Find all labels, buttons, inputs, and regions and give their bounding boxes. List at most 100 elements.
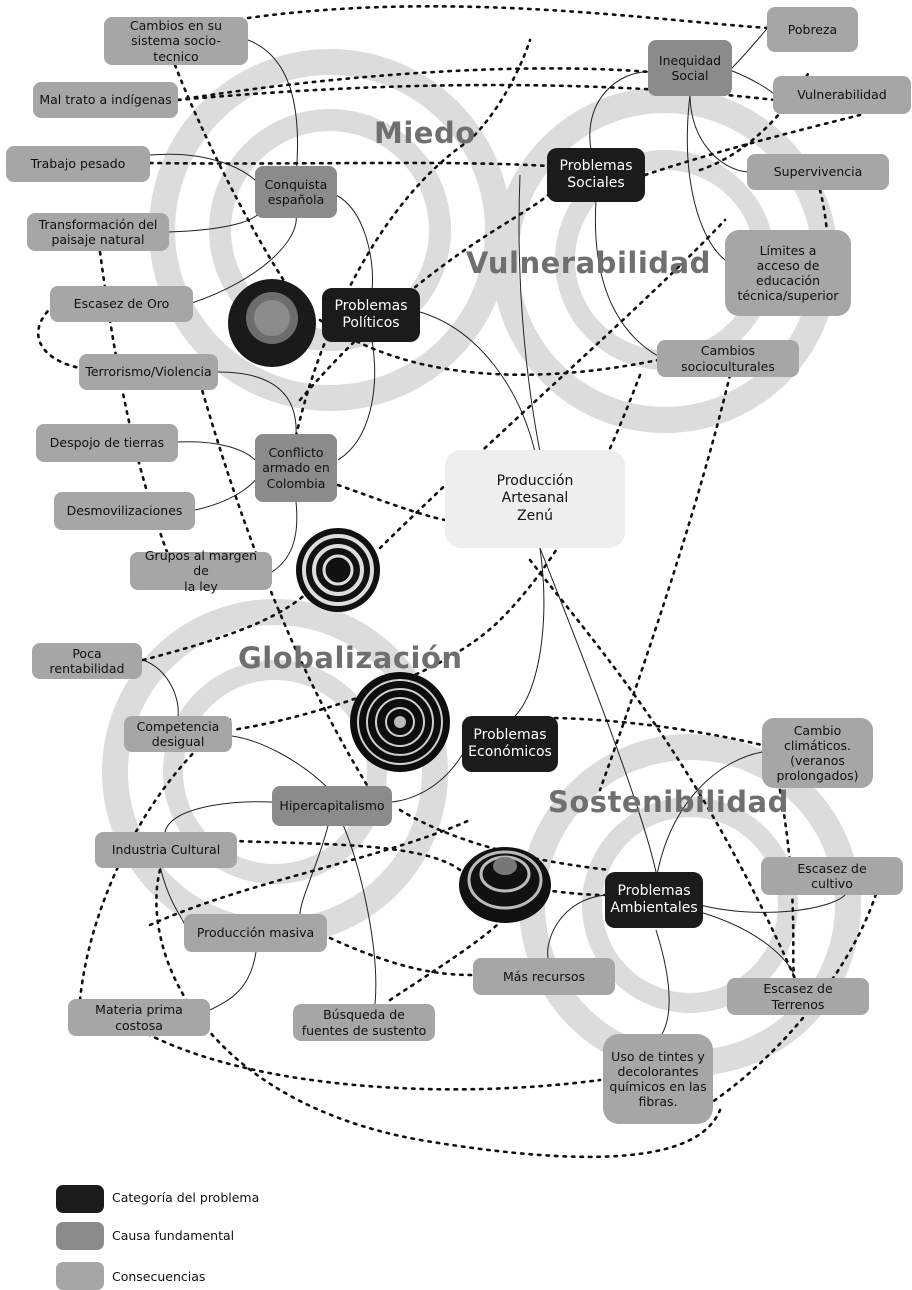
- disk-shape: [394, 716, 406, 728]
- consequence-pobreza[interactable]: Pobreza: [767, 7, 858, 52]
- dotted-connector: [198, 381, 372, 792]
- dotted-connector: [148, 161, 550, 168]
- connector: [231, 735, 331, 791]
- legend-swatch-consequence: [56, 1262, 104, 1290]
- connector: [271, 501, 298, 573]
- connector: [589, 71, 651, 156]
- dotted-connector: [213, 838, 462, 872]
- connector: [191, 214, 297, 304]
- connector: [686, 94, 726, 261]
- dotted-connector: [598, 373, 732, 792]
- disk-shape: [375, 697, 425, 747]
- disk-shape: [302, 534, 374, 606]
- connector: [655, 929, 670, 1035]
- dotted-connector: [138, 1028, 602, 1091]
- ring-group-miedo: [149, 49, 511, 411]
- disk-shape: [357, 679, 443, 765]
- consequence-industria-cultural[interactable]: Industria Cultural: [95, 832, 237, 868]
- connector: [689, 94, 749, 173]
- dotted-connector: [294, 38, 532, 438]
- dotted-connector: [176, 83, 777, 102]
- cause-hipercapitalismo[interactable]: Hipercapitalismo: [272, 786, 392, 826]
- consequence-mas-recursos[interactable]: Más recursos: [473, 958, 615, 995]
- zone-label-miedo: Miedo: [374, 116, 476, 150]
- disk-shape: [385, 707, 415, 737]
- dotted-connector: [318, 318, 660, 377]
- connector: [337, 339, 376, 461]
- connector: [729, 69, 776, 96]
- woven-disk-bottom: [459, 847, 551, 923]
- dotted-connector: [778, 788, 797, 982]
- consequence-produccion-masiva[interactable]: Producción masiva: [184, 914, 327, 952]
- connector: [194, 469, 263, 511]
- dotted-connector: [528, 558, 802, 992]
- connector: [209, 951, 257, 1011]
- connector: [335, 194, 373, 291]
- dotted-connector: [553, 716, 764, 747]
- legend-label-category: Categoría del problema: [112, 1190, 260, 1205]
- dotted-connector: [328, 936, 474, 977]
- consequence-terrorismo-violencia[interactable]: Terrorismo/Violencia: [79, 354, 218, 390]
- zone-label-sostenibilidad: Sostenibilidad: [548, 785, 789, 819]
- connector: [594, 199, 659, 357]
- consequence-escasez-oro[interactable]: Escasez de Oro: [50, 286, 193, 322]
- consequence-desmovilizaciones[interactable]: Desmovilizaciones: [54, 492, 195, 530]
- consequence-supervivencia[interactable]: Supervivencia: [747, 154, 889, 190]
- connector: [655, 751, 763, 881]
- connector: [177, 441, 256, 461]
- dotted-connector: [298, 193, 550, 402]
- connector: [217, 371, 297, 437]
- dotted-connector: [643, 113, 862, 177]
- connector: [514, 547, 545, 717]
- disk-shape: [312, 544, 364, 596]
- consequence-despojo-tierras[interactable]: Despojo de tierras: [36, 424, 178, 462]
- disk-shape: [493, 857, 517, 875]
- dotted-connector: [246, 4, 770, 30]
- woven-disk-top: [228, 279, 316, 367]
- connector: [299, 817, 331, 915]
- dotted-connector: [148, 818, 472, 927]
- legend-swatch-cause: [56, 1222, 104, 1250]
- dotted-connector: [388, 898, 522, 1002]
- connector: [699, 911, 796, 979]
- consequence-mal-trato-indigenas[interactable]: Mal trato a indígenas: [33, 82, 178, 118]
- dotted-connector: [336, 483, 447, 522]
- dotted-connector: [378, 218, 727, 550]
- legend-swatch-category: [56, 1185, 104, 1213]
- connector: [391, 754, 463, 803]
- consequence-trabajo-pesado[interactable]: Trabajo pesado: [6, 146, 150, 182]
- dotted-connector: [173, 63, 292, 292]
- connector: [142, 659, 179, 717]
- consequence-vulnerabilidad[interactable]: Vulnerabilidad: [773, 76, 911, 114]
- disk-shape: [296, 528, 380, 612]
- connector: [419, 311, 536, 453]
- dotted-connector: [398, 808, 612, 872]
- disk-shape: [254, 300, 290, 336]
- connector: [518, 174, 541, 453]
- connector: [247, 39, 299, 177]
- disk-shape: [322, 554, 354, 586]
- dotted-connector: [141, 588, 312, 662]
